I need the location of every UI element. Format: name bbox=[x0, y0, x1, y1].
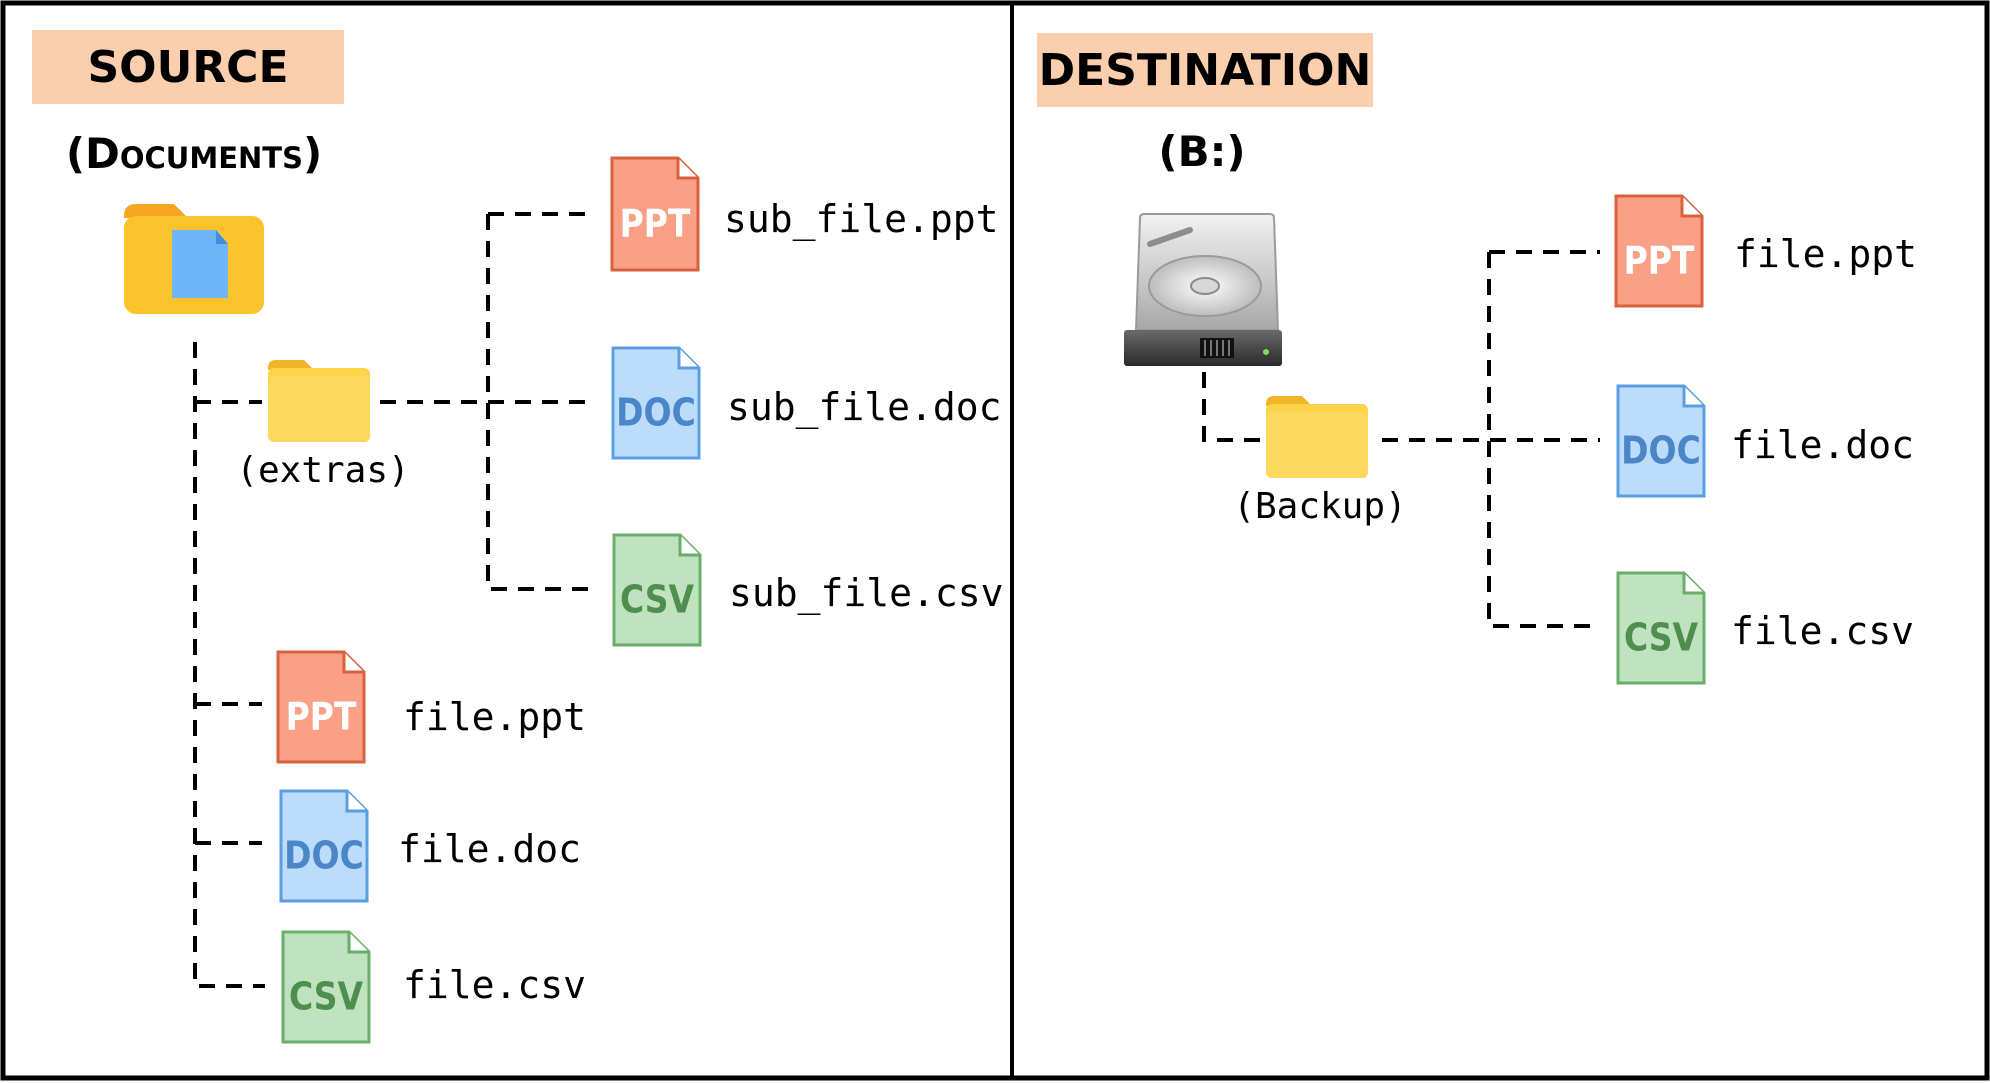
hard-drive-icon[interactable] bbox=[1124, 213, 1282, 366]
source-panel: SOURCE (Documents) (extras) bbox=[32, 30, 595, 988]
source-subfolder-files: PPT sub_file.ppt DOC sub_file.doc CSV su… bbox=[610, 156, 1004, 647]
file-type-label: DOC bbox=[616, 391, 696, 435]
source-root-files: PPT file.ppt DOC file.doc CSV file.csv bbox=[276, 650, 586, 1044]
csv-file-icon[interactable]: CSV bbox=[281, 930, 371, 1044]
doc-file-icon[interactable]: DOC bbox=[279, 789, 369, 903]
ppt-file-icon[interactable]: PPT bbox=[276, 650, 366, 764]
file-type-label: CSV bbox=[620, 578, 695, 622]
documents-label: (Documents) bbox=[66, 129, 322, 178]
destination-heading: DESTINATION bbox=[1039, 45, 1372, 96]
file-name: sub_file.ppt bbox=[724, 197, 999, 242]
file-type-label: CSV bbox=[1624, 616, 1699, 660]
file-type-label: DOC bbox=[1621, 429, 1701, 473]
folder-icon[interactable] bbox=[1266, 396, 1368, 478]
csv-file-icon[interactable]: CSV bbox=[1616, 571, 1706, 685]
destination-heading-box bbox=[1037, 33, 1373, 107]
file-name: file.doc bbox=[398, 827, 581, 871]
file-name: file.ppt bbox=[403, 695, 586, 739]
subfolder-label: (extras) bbox=[236, 450, 409, 491]
ppt-file-icon[interactable]: PPT bbox=[1614, 194, 1704, 308]
file-type-label: PPT bbox=[620, 202, 692, 246]
backup-folder-label: (Backup) bbox=[1233, 486, 1406, 527]
file-type-label: PPT bbox=[286, 695, 358, 739]
source-heading: SOURCE bbox=[87, 42, 288, 93]
file-type-label: CSV bbox=[289, 975, 364, 1019]
file-name: sub_file.doc bbox=[727, 385, 1002, 430]
file-name: file.doc bbox=[1731, 423, 1914, 467]
destination-panel: DESTINATION (B:) bbox=[1037, 33, 1600, 628]
doc-file-icon[interactable]: DOC bbox=[1616, 384, 1706, 498]
drive-label: (B:) bbox=[1158, 127, 1245, 176]
destination-files: PPT file.ppt DOC file.doc CSV file.csv bbox=[1614, 194, 1917, 685]
file-name: file.csv bbox=[1731, 609, 1914, 653]
folder-icon[interactable] bbox=[268, 360, 370, 442]
doc-file-icon[interactable]: DOC bbox=[611, 346, 701, 460]
destination-connectors bbox=[1202, 250, 1600, 628]
documents-folder-icon[interactable] bbox=[124, 204, 264, 314]
file-type-label: PPT bbox=[1624, 239, 1696, 283]
ppt-file-icon[interactable]: PPT bbox=[610, 156, 700, 272]
file-type-label: DOC bbox=[284, 834, 364, 878]
file-name: file.ppt bbox=[1734, 232, 1917, 276]
file-name: file.csv bbox=[403, 963, 586, 1007]
file-name: sub_file.csv bbox=[729, 571, 1004, 616]
source-connectors bbox=[193, 212, 595, 988]
csv-file-icon[interactable]: CSV bbox=[612, 533, 702, 647]
source-heading-box bbox=[32, 30, 344, 104]
